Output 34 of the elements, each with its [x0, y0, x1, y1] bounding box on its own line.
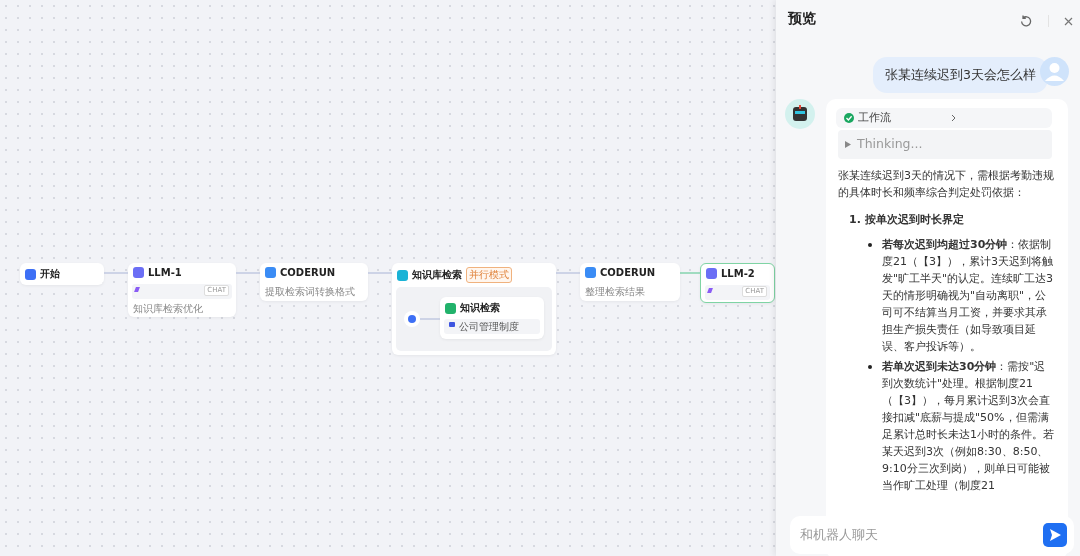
node-title: 知识库检索: [412, 268, 462, 282]
workflow-status-label: 工作流: [858, 110, 891, 125]
node-title: LLM-2: [721, 268, 755, 279]
answer-paragraph: 张某连续迟到3天的情况下，需根据考勤违规的具体时长和频率综合判定处罚依据：: [838, 168, 1055, 201]
start-port-circle: [404, 311, 420, 327]
connector-line: [555, 272, 581, 274]
bullet-item: 若单次迟到未达30分钟：需按"迟到次数统计"处理。根据制度21（【3】），每月累计迟到3次会直接扣减"底薪与提成"50%，但需满足累计总时长未达1小时的条件。若某天迟到3次（例如8:30、8:50、9:10分三次到岗），则单日可能被当作旷工处理（制度21: [882, 360, 1054, 492]
node-title: CODERUN: [280, 267, 336, 278]
workflow-node-card: [700, 263, 775, 303]
node-title: CODERUN: [600, 267, 656, 278]
connector-line: [679, 272, 701, 274]
workflow-node-card: [580, 263, 680, 301]
node-description: 知识库检索优化: [133, 302, 203, 316]
user-message-bubble: 张某连续迟到3天会怎么样: [873, 57, 1048, 93]
node-title: 开始: [40, 267, 60, 281]
workflow-node-card: [20, 263, 104, 285]
mode-tag: 并行模式: [466, 267, 512, 283]
node-description: 整理检索结果: [585, 285, 645, 299]
knowledge-base-group-card: [392, 263, 556, 355]
node-title: LLM-1: [148, 267, 182, 278]
node-title: 知识检索: [460, 301, 500, 315]
panel-title: 预览: [788, 10, 816, 28]
connector-line: [235, 272, 261, 274]
list-heading: 1. 按单次迟到时长界定: [849, 212, 965, 228]
thinking-label: Thinking...: [857, 136, 923, 151]
connector-line: [103, 272, 129, 274]
workflow-node-card: [440, 297, 544, 339]
connector-line: [367, 272, 393, 274]
workflow-node-card: [128, 263, 236, 317]
node-description: 提取检索词转换格式: [265, 285, 355, 299]
connector-line: [419, 318, 441, 320]
bullet-item: 若每次迟到均超过30分钟：依据制度21（【3】），累计3天迟到将触发"旷工半天"的认定。连续旷工达3天的情形明确视为"自动离职"，公司可不结算当月工资，并要求其承担生产损失责任（如导致项目延误、客户投诉等）。: [882, 238, 1054, 353]
knowledge-base-name: 公司管理制度: [459, 320, 519, 334]
workflow-node-card: [260, 263, 368, 301]
